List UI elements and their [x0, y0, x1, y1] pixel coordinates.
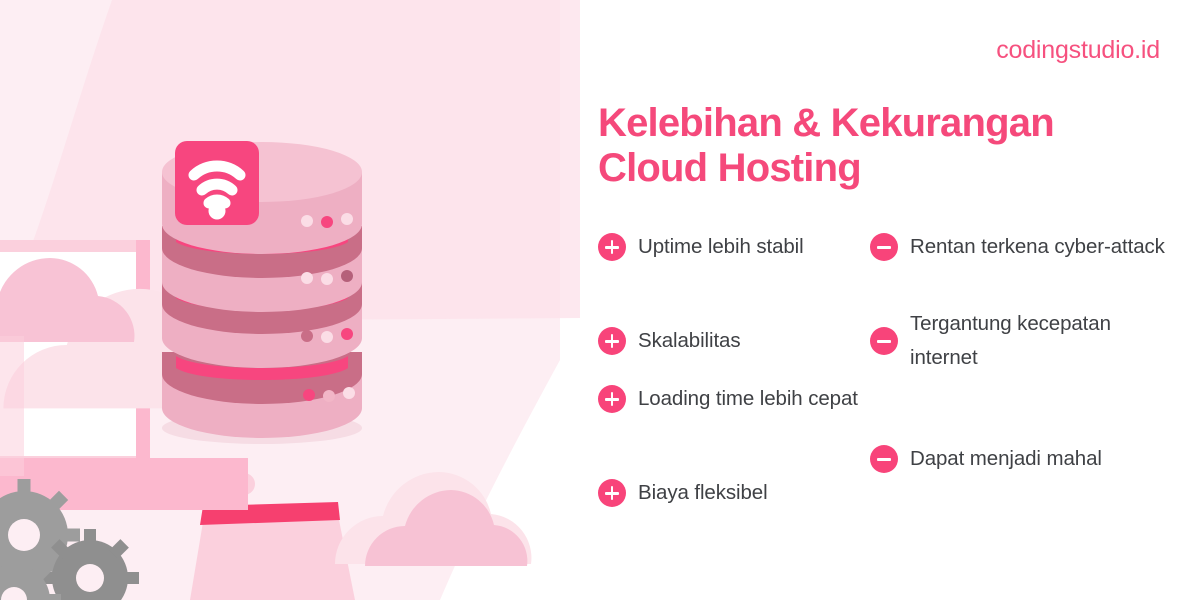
minus-icon: [870, 233, 898, 262]
pros-list-item: Loading time lebih cepat: [598, 382, 870, 416]
minus-icon: [870, 445, 898, 474]
db-tier-4-highlight: [176, 356, 348, 380]
pros-item-label: Loading time lebih cepat: [638, 387, 858, 410]
cloud-top-left-front: [0, 258, 135, 342]
page-title-line-2: Cloud Hosting: [598, 145, 862, 190]
illustration-graphic: [0, 0, 580, 600]
cons-item-label: Dapat menjadi mahal: [910, 447, 1102, 470]
db-tier-2-dots: [301, 270, 353, 285]
wifi-icon-dot: [208, 202, 226, 220]
gear-medium: [41, 529, 139, 600]
cons-item-label: Rentan terkena cyber-attack: [910, 235, 1165, 258]
db-tier-3-dots: [301, 328, 353, 343]
plus-icon: [598, 385, 626, 414]
page-title-line-1: Kelebihan & Kekurangan: [598, 101, 1055, 145]
cons-list-item: Rentan terkena cyber-attack: [870, 230, 1170, 264]
cloud-bottom-right-front: [365, 490, 528, 566]
brand-logo-text: codingstudio.id: [996, 36, 1160, 64]
monitor-stand: [190, 510, 355, 600]
pros-list-item: Uptime lebih stabil: [598, 230, 870, 264]
page-title: Kelebihan & Kekurangan Cloud Hosting: [598, 101, 1158, 191]
pros-item-label: Biaya fleksibel: [638, 481, 768, 504]
plus-icon: [598, 479, 626, 508]
minus-icon: [870, 327, 898, 356]
wifi-icon: [188, 160, 246, 209]
cons-list-item: Tergantung kecepatan internet: [870, 307, 1170, 376]
pros-item-label: Skalabilitas: [638, 329, 741, 352]
pros-item-label: Uptime lebih stabil: [638, 235, 804, 258]
gear-small: [0, 553, 61, 600]
wifi-icon-badge: [175, 141, 259, 225]
monitor-bottom-bar-right: [136, 458, 248, 510]
pros-list-item: Biaya fleksibel: [598, 476, 870, 510]
cloud-tail: [0, 336, 24, 476]
pros-list-item: Skalabilitas: [598, 324, 870, 358]
plus-icon: [598, 233, 626, 262]
db-tier-4-dots: [303, 387, 355, 402]
cons-list-item: Dapat menjadi mahal: [870, 442, 1170, 476]
cons-item-label: Tergantung kecepatan internet: [910, 312, 1111, 370]
illustration-panel: [0, 0, 580, 600]
plus-icon: [598, 327, 626, 356]
db-tier-1-dots: [301, 213, 353, 228]
database-stack: [162, 142, 362, 444]
